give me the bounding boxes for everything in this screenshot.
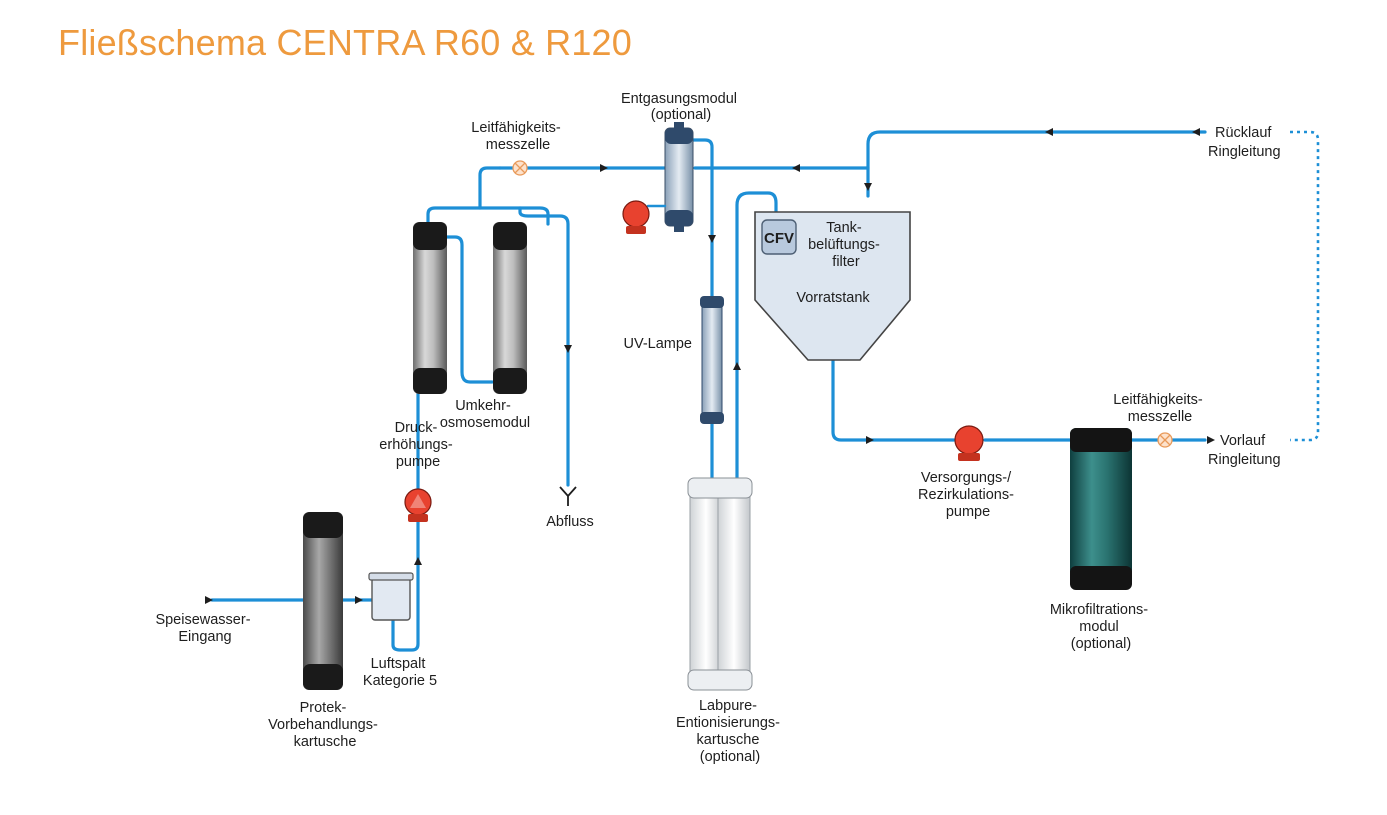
- label-entgasung: Entgasungsmodul (optional): [621, 91, 741, 123]
- uv-lamp: [700, 296, 724, 424]
- label-leitfaehig-2: Leitfähigkeits- messzelle: [1113, 392, 1207, 425]
- pipe-ro-link-bottom: [438, 235, 494, 384]
- label-versorgung: Versorgungs-/ Rezirkulations- pumpe: [918, 470, 1018, 520]
- flow-arrow-icon: [205, 596, 213, 604]
- label-vorratstank: Vorratstank: [796, 290, 870, 306]
- flow-arrows: [205, 128, 1215, 604]
- label-protek: Protek- Vorbehandlungs- kartusche: [268, 700, 382, 750]
- label-vorlauf: Vorlauf Ringleitung: [1208, 433, 1281, 468]
- flow-arrow-icon: [733, 362, 741, 370]
- labpure-cartridge: [687, 477, 753, 691]
- protek-cartridge: [303, 512, 343, 690]
- label-speisewasser: Speisewasser- Eingang: [155, 612, 254, 645]
- pipe-return-top: [866, 130, 1207, 198]
- flow-arrow-icon: [1045, 128, 1053, 136]
- pipe-airgap-to-pump: [391, 520, 420, 652]
- pump-icon: [954, 425, 984, 461]
- flow-arrow-icon: [600, 164, 608, 172]
- label-cfv: CFV: [764, 230, 794, 247]
- air-gap-vessel: [368, 572, 414, 621]
- pump-icon: [622, 200, 667, 234]
- label-umkehr: Umkehr- osmosemodul: [440, 398, 530, 431]
- flow-arrow-icon: [792, 164, 800, 172]
- microfiltration-module: [1070, 428, 1132, 590]
- pipe-drain: [518, 206, 570, 487]
- pipe-ro-permeate-up: [478, 166, 502, 210]
- label-druck: Druck- erhöhungs- pumpe: [379, 420, 456, 470]
- diagram-title: Fließschema CENTRA R60 & R120: [58, 22, 632, 63]
- pipe-tank-to-supply-pump: [831, 358, 957, 442]
- label-luftspalt: Luftspalt Kategorie 5: [363, 656, 437, 689]
- flow-arrow-icon: [708, 235, 716, 243]
- flow-arrow-icon: [864, 183, 872, 191]
- flow-arrow-icon: [1192, 128, 1200, 136]
- pipe-labpure-to-tank: [735, 191, 778, 486]
- pipe-degasser-to-uv: [691, 138, 714, 302]
- cfv-filter: [761, 219, 797, 255]
- pipe-ro-top-manifold: [426, 206, 550, 226]
- label-mikro: Mikrofiltrations- modul (optional): [1050, 602, 1152, 652]
- ro-module-2: [493, 222, 527, 394]
- drain-icon: [559, 486, 577, 506]
- label-leitfaehig-1: Leitfähigkeits- messzelle: [471, 120, 565, 153]
- pipes: [210, 130, 1320, 652]
- label-tankfilter: Tank- belüftungs- filter: [808, 220, 884, 270]
- flow-arrow-icon: [564, 345, 572, 353]
- label-labpure: Labpure- Entionisierungs- kartusche (opt…: [676, 698, 784, 765]
- labels: Speisewasser- Eingang Protek- Vorbehandl…: [155, 91, 1280, 765]
- flow-arrow-icon: [414, 557, 422, 565]
- pump-icon: [404, 488, 432, 522]
- label-abfluss: Abfluss: [546, 514, 594, 530]
- flow-arrow-icon: [1207, 436, 1215, 444]
- flow-arrow-icon: [355, 596, 363, 604]
- conductivity-cell-icon: [1157, 432, 1173, 448]
- ro-module-1: [413, 222, 447, 394]
- degassing-module: [664, 122, 694, 232]
- label-ruecklauf: Rücklauf Ringleitung: [1208, 125, 1281, 160]
- label-uv: UV-Lampe: [623, 336, 692, 352]
- flow-arrow-icon: [866, 436, 874, 444]
- pipe-ring-loop: [1290, 130, 1320, 442]
- conductivity-cell-icon: [512, 160, 528, 176]
- storage-tank: [754, 211, 911, 361]
